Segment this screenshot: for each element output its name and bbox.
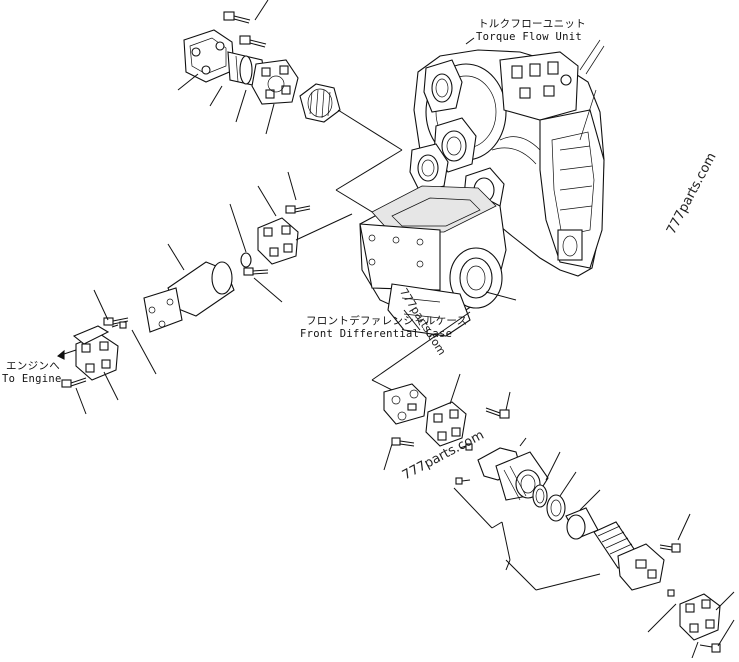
valve-body bbox=[499, 51, 579, 121]
lower-shaft-assembly bbox=[371, 373, 735, 659]
flange-yoke bbox=[183, 29, 235, 83]
spider-joint bbox=[425, 401, 467, 447]
front-diff-label-en: Front Differential Case bbox=[300, 328, 453, 340]
bolt bbox=[391, 437, 415, 447]
bolt bbox=[243, 267, 269, 276]
grease-fitting bbox=[459, 443, 473, 451]
seal bbox=[546, 494, 566, 522]
bolt bbox=[285, 205, 311, 214]
pump-mount bbox=[409, 143, 449, 193]
spider-joint bbox=[257, 217, 299, 265]
bolt bbox=[485, 407, 510, 419]
pump-mount bbox=[423, 59, 463, 113]
grease-fitting bbox=[111, 321, 127, 329]
grease-fitting bbox=[667, 589, 675, 597]
front-diff-leader bbox=[403, 309, 421, 331]
torque-flow-label-jp: トルクフローユニット bbox=[478, 18, 586, 30]
to-engine-label-jp: エンジンへ bbox=[6, 360, 60, 372]
splined-shaft bbox=[593, 521, 665, 591]
front-differential-case bbox=[359, 185, 517, 381]
sleeve bbox=[565, 507, 599, 540]
bolt bbox=[61, 377, 87, 388]
bolt bbox=[223, 11, 251, 24]
splined-coupling bbox=[299, 83, 341, 123]
flange bbox=[72, 325, 110, 345]
spider-joint bbox=[679, 593, 721, 641]
grease-fitting bbox=[455, 477, 471, 485]
to-engine-label-en: To Engine bbox=[2, 373, 62, 385]
engine-coupling bbox=[57, 289, 157, 415]
torque-flow-label-en: Torque Flow Unit bbox=[476, 31, 582, 43]
flange-yoke bbox=[383, 383, 427, 425]
upper-shaft-assembly bbox=[177, 0, 403, 219]
bolt bbox=[699, 643, 721, 653]
transmission-side bbox=[539, 109, 605, 269]
snap-ring bbox=[532, 484, 548, 508]
washer bbox=[240, 252, 252, 268]
propeller-shaft-middle bbox=[143, 261, 235, 333]
torque-flow-unit bbox=[409, 37, 605, 277]
front-diff-label-jp: フロントデファレンシャルケース bbox=[306, 315, 468, 327]
slip-yoke bbox=[477, 447, 549, 501]
spider-joint bbox=[251, 59, 299, 105]
bolt bbox=[239, 35, 267, 48]
middle-shaft-assembly bbox=[143, 171, 353, 333]
bolt bbox=[659, 543, 681, 553]
